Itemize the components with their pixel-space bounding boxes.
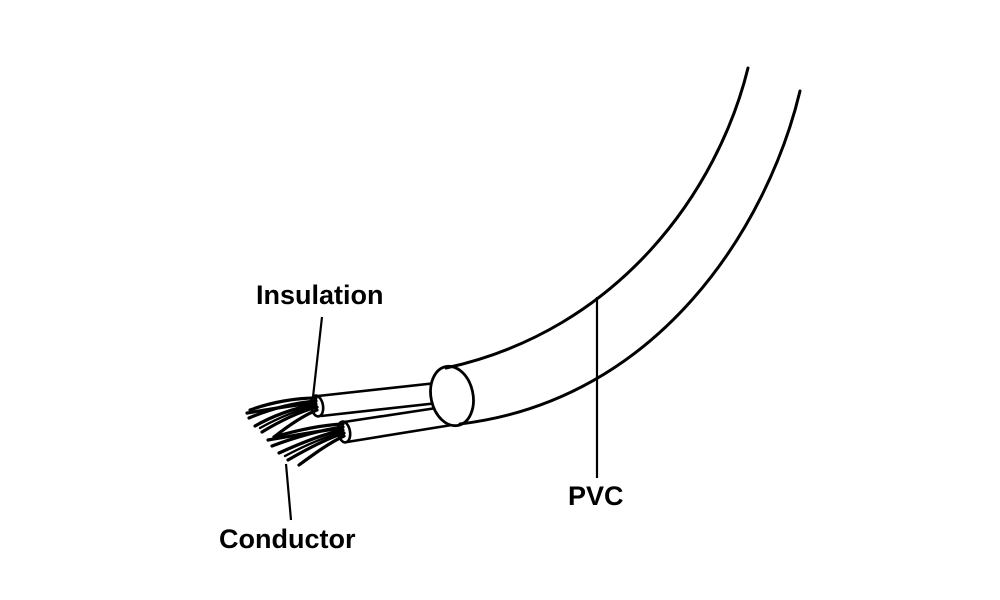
leader-lines [284, 297, 599, 521]
insulated-wire-upper-body [318, 381, 456, 416]
pvc-label: PVC [568, 481, 624, 511]
conductor-label: Conductor [219, 524, 356, 554]
jacket-lower-edge [458, 89, 802, 426]
conductor-strands-lower [266, 422, 346, 467]
pvc-jacket [444, 66, 802, 426]
jacket-upper-edge [444, 66, 750, 370]
insulation-label: Insulation [256, 280, 384, 310]
insulation-leader-line [311, 316, 324, 398]
insulated-wire-lower-body [344, 405, 458, 442]
insulated-wire-lower-bottom-edge [346, 422, 459, 444]
conductor-strands-upper [245, 396, 319, 439]
conductor-leader-line [284, 463, 293, 521]
